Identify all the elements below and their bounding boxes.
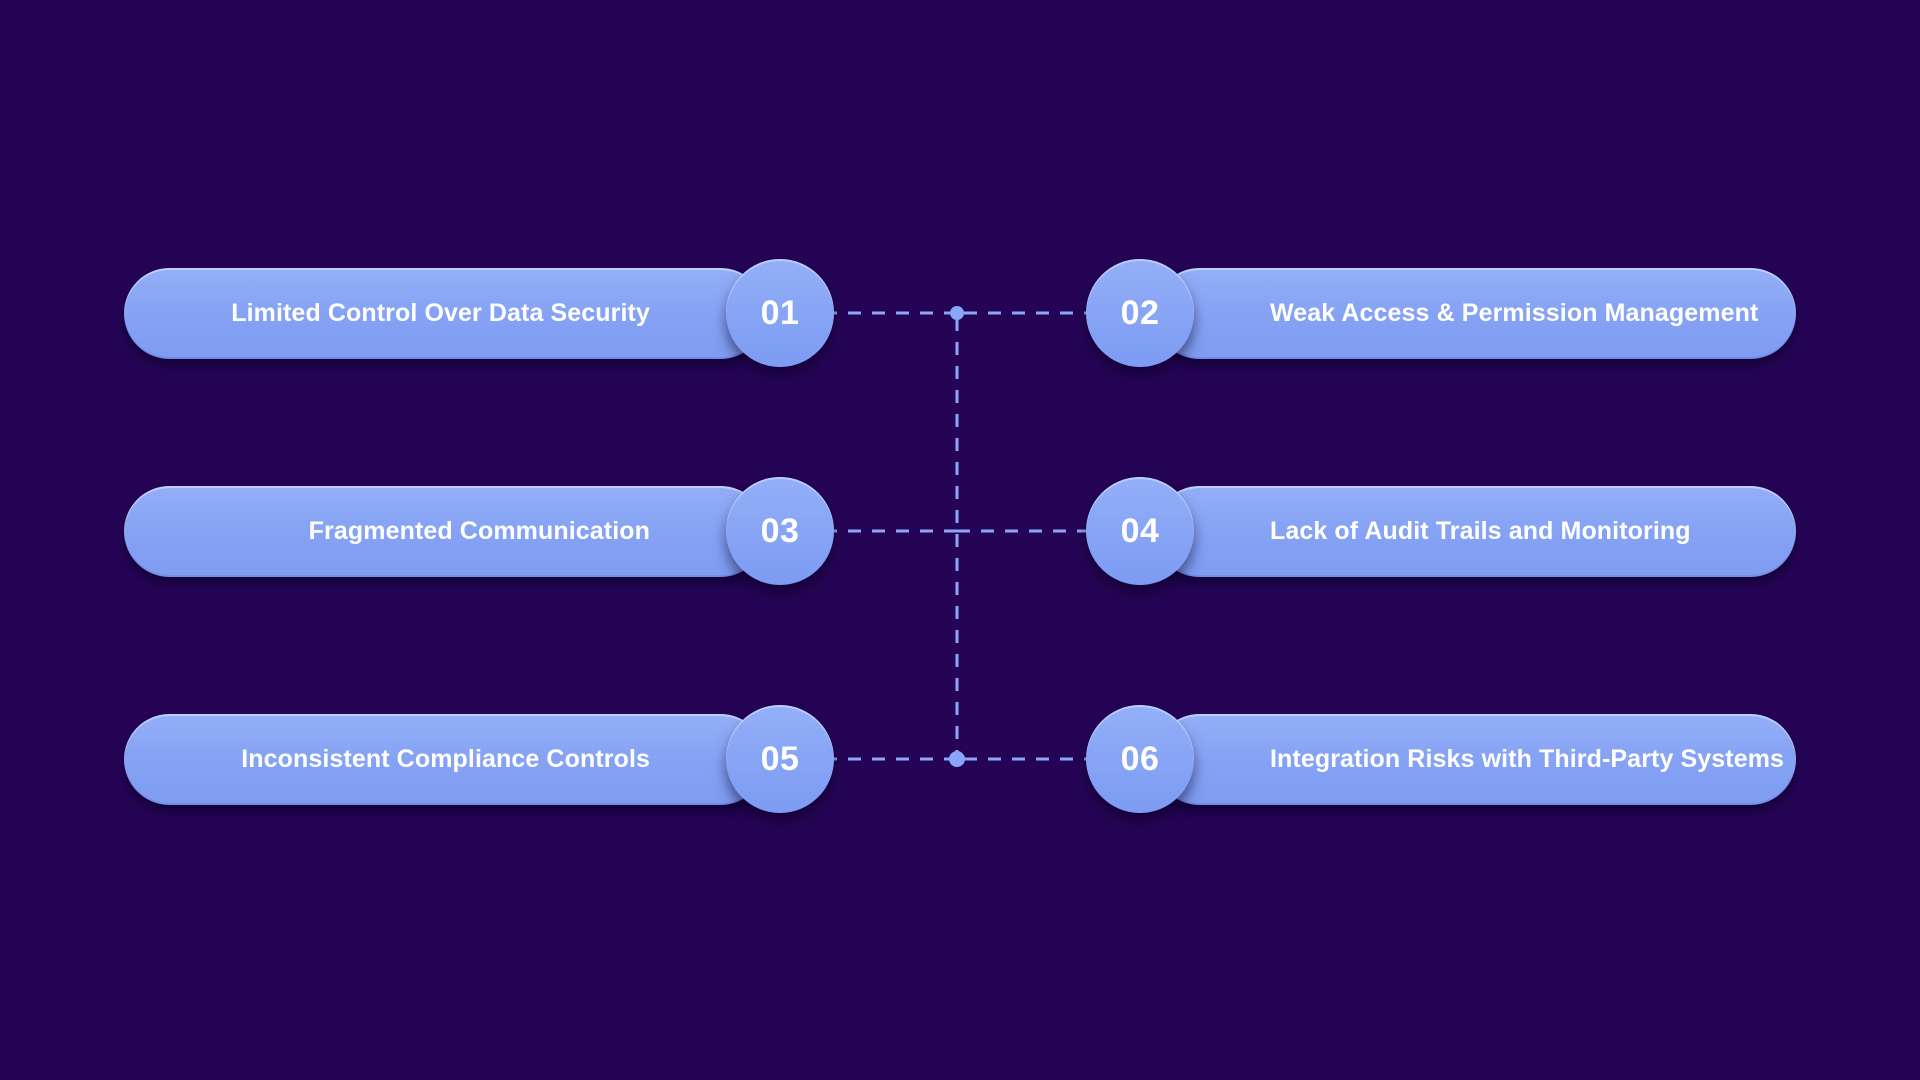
badge-01[interactable]: 01 [726,259,834,367]
diagram-item-04[interactable]: Lack of Audit Trails and Monitoring 04 [1066,469,1796,593]
pill-01[interactable]: Limited Control Over Data Security [124,268,766,359]
diagram-row-3: Inconsistent Compliance Controls 05 Inte… [0,697,1920,821]
badge-04[interactable]: 04 [1086,477,1194,585]
badge-number-06: 06 [1120,740,1160,778]
pill-label-05: Inconsistent Compliance Controls [241,745,650,773]
pill-05[interactable]: Inconsistent Compliance Controls [124,714,766,805]
badge-05[interactable]: 05 [726,705,834,813]
badge-number-02: 02 [1120,294,1160,332]
badge-number-03: 03 [760,512,800,550]
pill-label-02: Weak Access & Permission Management [1270,299,1759,327]
diagram-item-03[interactable]: Fragmented Communication 03 [124,469,854,593]
pill-label-04: Lack of Audit Trails and Monitoring [1270,517,1691,545]
pill-label-06: Integration Risks with Third-Party Syste… [1270,745,1785,773]
badge-02[interactable]: 02 [1086,259,1194,367]
pill-02[interactable]: Weak Access & Permission Management [1154,268,1796,359]
pill-04[interactable]: Lack of Audit Trails and Monitoring [1154,486,1796,577]
pill-label-03: Fragmented Communication [308,517,650,545]
diagram-item-05[interactable]: Inconsistent Compliance Controls 05 [124,697,854,821]
badge-06[interactable]: 06 [1086,705,1194,813]
badge-number-01: 01 [760,294,800,332]
diagram-row-2: Fragmented Communication 03 Lack of Audi… [0,469,1920,593]
pill-06[interactable]: Integration Risks with Third-Party Syste… [1154,714,1796,805]
diagram-item-06[interactable]: Integration Risks with Third-Party Syste… [1066,697,1796,821]
diagram-item-01[interactable]: Limited Control Over Data Security 01 [124,251,854,375]
badge-03[interactable]: 03 [726,477,834,585]
badge-number-04: 04 [1120,512,1160,550]
pill-label-01: Limited Control Over Data Security [231,299,650,327]
badge-number-05: 05 [760,740,800,778]
pill-03[interactable]: Fragmented Communication [124,486,766,577]
diagram-item-02[interactable]: Weak Access & Permission Management 02 [1066,251,1796,375]
diagram-row-1: Limited Control Over Data Security 01 We… [0,251,1920,375]
